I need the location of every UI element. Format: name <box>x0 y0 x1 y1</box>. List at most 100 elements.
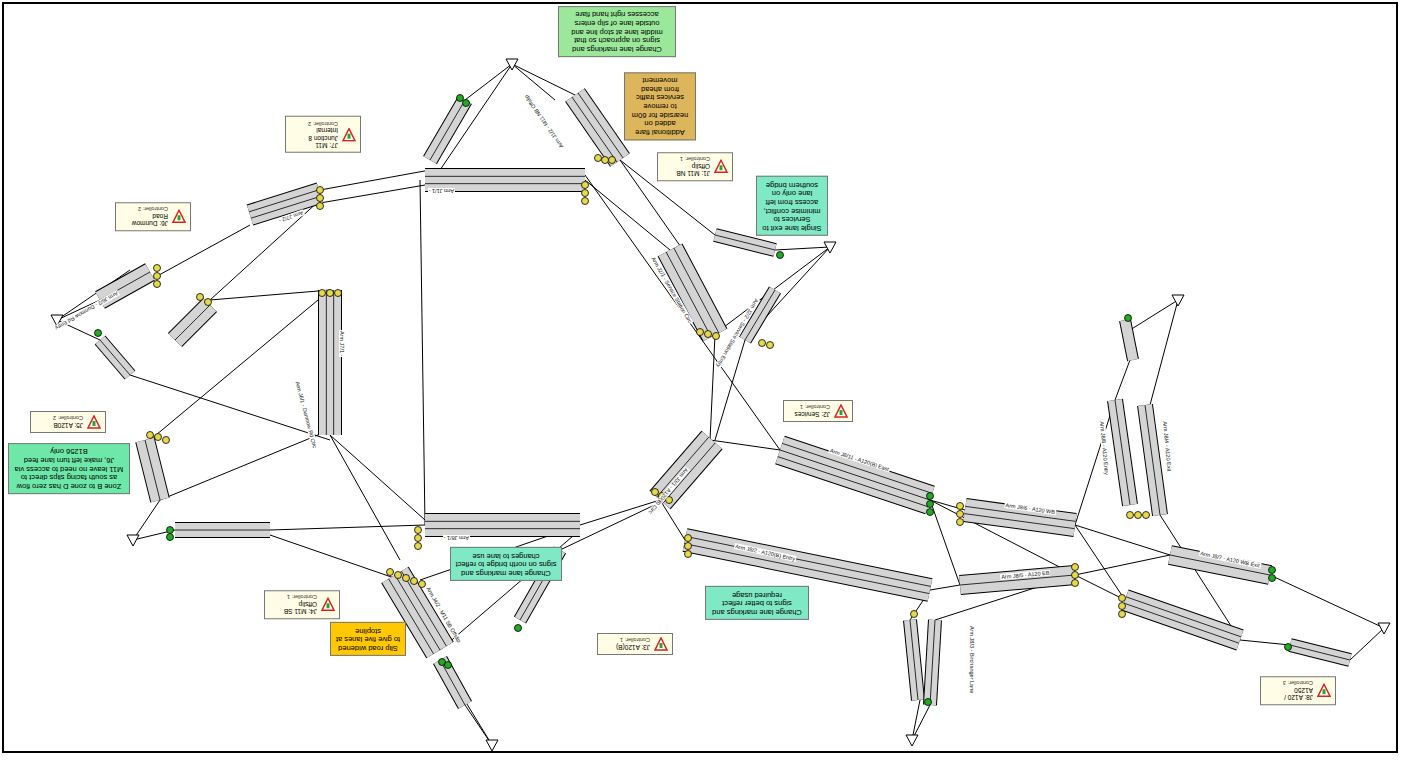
signal-head <box>609 157 616 164</box>
link-line <box>512 64 555 100</box>
controller-signal <box>327 604 330 609</box>
lane-bar <box>145 440 160 500</box>
link-line <box>1350 628 1384 660</box>
lane-bar-outline <box>430 100 465 160</box>
signal-head <box>1119 603 1126 610</box>
controller-box: J4: M11 SB OffslipController: 1 <box>264 590 340 619</box>
node-title: J8: A120 / A1250 <box>1265 686 1313 701</box>
node-title: Change lane markings and signs on approa… <box>563 10 671 53</box>
lane-divider <box>686 536 931 586</box>
signal-head <box>1135 512 1142 519</box>
link-line <box>160 430 330 500</box>
link-line <box>1150 300 1178 405</box>
signal-head <box>1127 512 1134 519</box>
arm-label: Arm J8/4 - A120 Exit <box>1162 420 1173 472</box>
signal-head <box>1269 567 1276 574</box>
link-line <box>775 247 830 250</box>
lane-bar-outline <box>715 235 775 250</box>
link-line <box>710 335 715 440</box>
signal-head <box>319 290 326 297</box>
signal-head <box>1072 564 1079 571</box>
zone-end <box>1378 623 1390 634</box>
signal-head <box>163 437 170 444</box>
arm-label: Arm J6/1 - Dunmow Rd Circ <box>294 380 318 450</box>
arm-label: Arm J6/2 - Dunmow Rd Entry <box>53 290 120 332</box>
lane-divider <box>930 620 935 705</box>
signal-head <box>154 281 161 288</box>
note-box: Change lane markings and signs on approa… <box>558 6 676 57</box>
lane-bar-outline <box>440 660 465 705</box>
lane-divider <box>425 183 585 184</box>
link-line <box>720 247 830 330</box>
node-title: Slip road widened to give five lanes at … <box>335 626 401 652</box>
signal-head <box>317 187 324 194</box>
signal-head <box>395 572 402 579</box>
link-line <box>465 64 512 100</box>
link-line <box>330 435 400 560</box>
node-title: J2: Services <box>788 410 830 417</box>
lane-divider <box>778 457 928 507</box>
lane-divider <box>425 528 580 529</box>
controller-icon <box>714 160 728 174</box>
controller-signal <box>660 643 663 648</box>
lane-divider <box>425 521 580 522</box>
lane-divider <box>1290 645 1350 660</box>
note-box: Change lane markings and signs on north … <box>450 547 562 581</box>
lane-bar-outline <box>910 620 918 700</box>
signal-head <box>759 340 766 347</box>
lane-bar <box>175 305 210 340</box>
lane-bar-outline <box>145 440 160 500</box>
controller-signal <box>1323 690 1326 695</box>
lane-divider <box>249 190 319 212</box>
lane-bar <box>965 510 1075 525</box>
link-line <box>420 525 580 580</box>
node-subtitle: Controller: 2 <box>290 120 338 126</box>
signal-head <box>327 290 334 297</box>
link-line <box>930 500 960 585</box>
node-title: Change lane markings and signs to better… <box>710 590 804 616</box>
lane-bar-outline <box>250 193 320 215</box>
note-box: Single lane exit to Services to minimise… <box>756 176 828 236</box>
controller-triangle <box>655 638 667 650</box>
controller-texts: J7: M11 Junction 8 InternalController: 2 <box>290 120 338 149</box>
signal-head <box>167 527 174 534</box>
arm-label: Arm J1/2 - M11 NB Offslip <box>523 93 565 150</box>
lane-bar-outline <box>425 513 580 537</box>
controller-box: J1: M11 NB OffslipController: 1 <box>657 152 733 181</box>
node-subtitle: Controller: 1 <box>269 594 317 600</box>
lane-divider <box>425 176 585 177</box>
link-line <box>585 175 780 450</box>
controller-box: J7: M11 Junction 8 InternalController: 2 <box>285 116 361 153</box>
lane-bar-outline <box>1125 320 1133 360</box>
arm-label: Arm J3/1 - A120(B) Circ <box>647 466 690 516</box>
lane-divider <box>782 443 932 493</box>
signal-head <box>1072 572 1079 579</box>
lane-divider <box>965 514 1075 529</box>
zone-end <box>906 735 918 746</box>
link-line <box>330 435 425 520</box>
signal-head <box>515 625 522 632</box>
link-line <box>912 700 920 740</box>
lane-bar <box>685 540 930 590</box>
signal-head <box>767 342 774 349</box>
lane-bar <box>1145 405 1160 515</box>
signal-head <box>1285 644 1292 651</box>
lane-divider <box>674 248 719 333</box>
signal-head <box>713 333 720 340</box>
signal-head <box>317 203 324 210</box>
link-line <box>270 535 400 580</box>
controller-icon <box>342 127 356 141</box>
signal-head <box>957 503 964 510</box>
node-subtitle: Controller: 1 <box>788 404 830 410</box>
lane-bar <box>250 193 320 215</box>
link-line <box>1075 575 1125 600</box>
arm-label: Arm J7/2 - <box>277 209 305 224</box>
controller-triangle <box>173 211 185 223</box>
lane-bar-outline <box>965 510 1075 525</box>
lane-bar-outline <box>575 95 620 160</box>
signal-head <box>387 569 394 576</box>
arm-label: Arm J8/1 - <box>443 535 470 541</box>
signal-head <box>197 294 204 301</box>
lane-divider <box>175 305 210 340</box>
controller-icon <box>321 598 335 612</box>
